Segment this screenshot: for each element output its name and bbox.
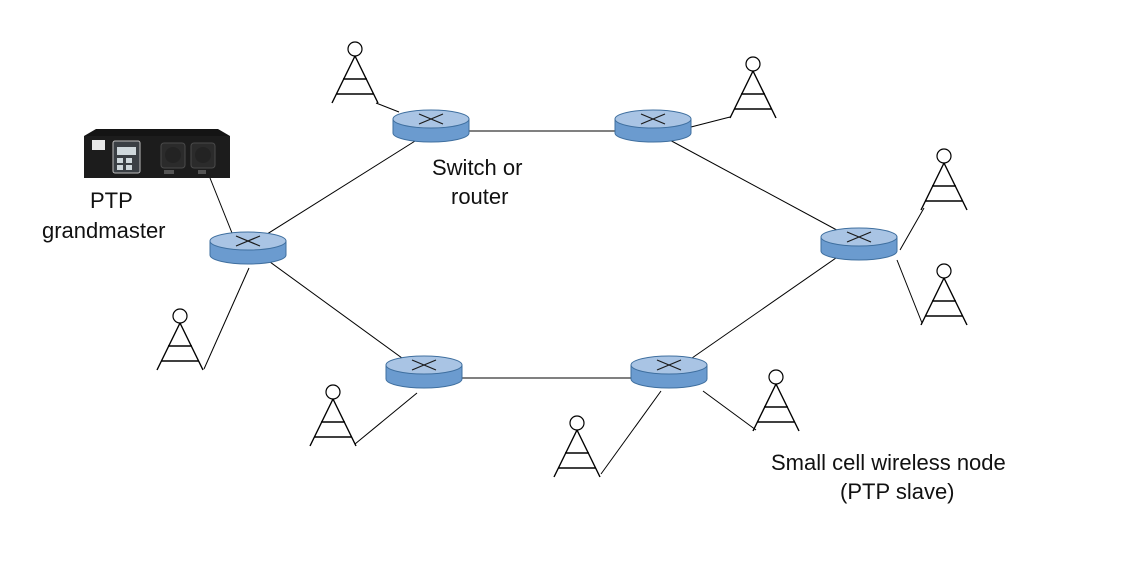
cell-tower-icon bbox=[156, 308, 204, 371]
switch-label-line2: router bbox=[451, 184, 508, 209]
cell-tower-icon bbox=[920, 148, 968, 211]
grandmaster-label-line2: grandmaster bbox=[42, 218, 166, 243]
slave-label-line2: (PTP slave) bbox=[840, 479, 955, 504]
router-icon bbox=[820, 227, 898, 261]
slave-label-line1: Small cell wireless node bbox=[771, 450, 1006, 475]
switch-label-line1: Switch or bbox=[432, 155, 522, 180]
cell-tower-icon bbox=[309, 384, 357, 447]
ring-links bbox=[209, 130, 860, 379]
router-icon bbox=[614, 109, 692, 143]
routers bbox=[209, 109, 898, 389]
cell-tower-icon bbox=[729, 56, 777, 119]
link-northeast-east bbox=[652, 130, 860, 243]
tower-link-southeast bbox=[702, 390, 757, 431]
cell-tower-icon bbox=[553, 415, 601, 478]
tower-links bbox=[203, 102, 925, 475]
tower-link-south-right bbox=[600, 390, 662, 475]
cell-tower-icon bbox=[752, 369, 800, 432]
link-west-north bbox=[247, 130, 432, 247]
tower-link-northeast bbox=[690, 116, 731, 128]
tower-link-east-upper bbox=[899, 207, 925, 251]
router-icon bbox=[392, 109, 470, 143]
link-grandmaster-west bbox=[209, 177, 235, 239]
tower-link-north bbox=[375, 102, 400, 113]
cell-tower-icon bbox=[331, 41, 379, 104]
tower-link-east-lower bbox=[896, 259, 923, 324]
router-icon bbox=[630, 355, 708, 389]
ptp-grandmaster-device-icon bbox=[84, 129, 230, 178]
tower-link-south-left bbox=[354, 392, 418, 445]
link-south-west bbox=[247, 245, 425, 375]
router-icon bbox=[385, 355, 463, 389]
grandmaster-label-line1: PTP bbox=[90, 188, 133, 213]
cell-tower-icon bbox=[920, 263, 968, 326]
router-icon bbox=[209, 231, 287, 265]
link-east-southeast bbox=[668, 241, 860, 375]
tower-link-west bbox=[203, 267, 250, 370]
